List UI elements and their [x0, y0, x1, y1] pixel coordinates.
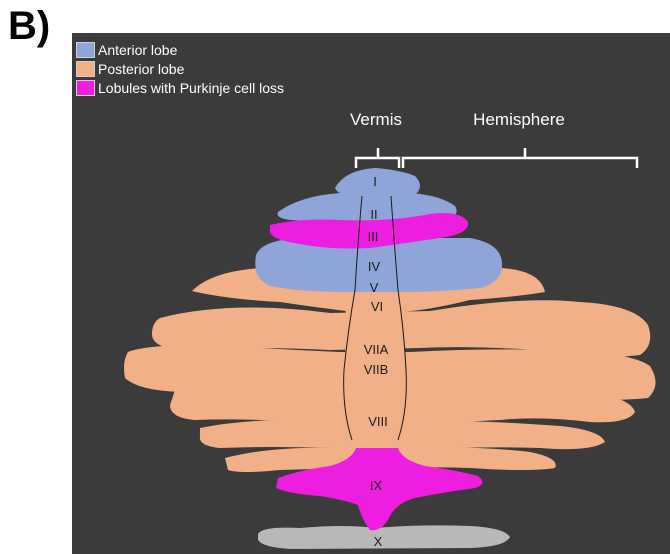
legend-item-posterior: Posterior lobe — [76, 59, 284, 78]
legend-label-posterior: Posterior lobe — [98, 61, 184, 77]
lobule-viia-label: VIIA — [364, 342, 389, 357]
posterior-lobe — [124, 268, 656, 472]
legend-swatch-posterior — [76, 61, 95, 77]
legend-item-anterior: Anterior lobe — [76, 40, 284, 59]
hemisphere-bracket — [403, 148, 637, 168]
lobule-v-label: V — [370, 280, 379, 295]
lobule-viib-label: VIIB — [364, 362, 389, 377]
lobule-viii-label: VIII — [368, 414, 388, 429]
lobule-iv-label: IV — [368, 259, 381, 274]
lobule-i-label: I — [373, 174, 377, 189]
legend-swatch-purkinje — [76, 80, 95, 96]
hemisphere-label: Hemisphere — [473, 110, 565, 129]
legend: Anterior lobe Posterior lobe Lobules wit… — [76, 40, 284, 97]
vermis-label: Vermis — [350, 110, 402, 129]
legend-swatch-anterior — [76, 42, 95, 58]
legend-item-purkinje: Lobules with Purkinje cell loss — [76, 78, 284, 97]
lobule-x-label: X — [374, 534, 383, 549]
lobule-ii-label: II — [370, 207, 377, 222]
vermis-bracket — [356, 148, 399, 168]
lobule-x-shape — [258, 525, 510, 549]
lobule-iii-label: III — [368, 229, 379, 244]
legend-label-purkinje: Lobules with Purkinje cell loss — [98, 80, 284, 96]
legend-label-anterior: Anterior lobe — [98, 42, 177, 58]
lobule-ix-label: IX — [370, 478, 383, 493]
lobule-vi-label: VI — [371, 299, 383, 314]
